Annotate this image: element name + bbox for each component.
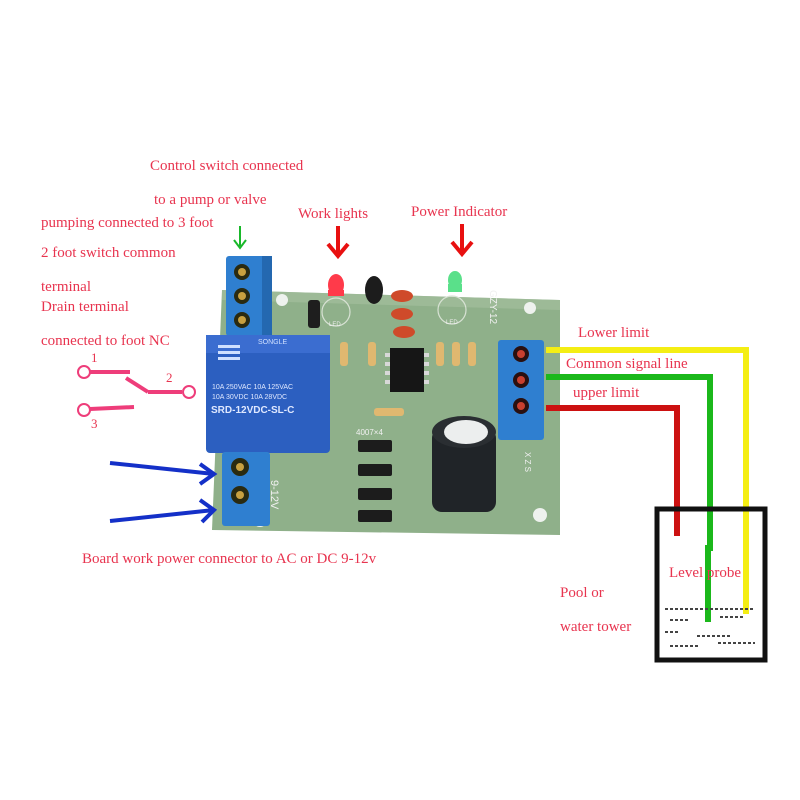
work-lights-label: Work lights <box>298 206 369 222</box>
transistor <box>308 300 320 328</box>
level-probe-label: Level probe <box>669 565 742 581</box>
terminal-label: terminal <box>41 279 91 295</box>
work-lights-arrow <box>326 226 350 260</box>
work-led-silk: LED <box>329 322 341 328</box>
power-led <box>437 271 467 325</box>
pumping-label: pumping connected to 3 foot <box>41 215 214 231</box>
ic-chip <box>385 348 429 392</box>
connected-nc-label: connected to foot NC <box>41 333 170 349</box>
relay <box>206 335 330 453</box>
power-indicator-arrow <box>450 224 474 258</box>
power-terminal-block[interactable] <box>222 452 270 526</box>
board-power-label: Board work power connector to AC or DC 9… <box>82 551 377 567</box>
water-tank <box>654 506 768 663</box>
pool-label-2: water tower <box>560 619 632 635</box>
model-silkscreen: GZY-12 <box>487 290 498 325</box>
two-foot-label: 2 foot switch common <box>41 245 176 261</box>
resistors <box>340 342 476 416</box>
probe-terminal-block[interactable] <box>498 340 544 440</box>
wire-common-signal <box>546 374 713 622</box>
relay-spec-2: 10A 30VDC 10A 28VDC <box>212 394 288 401</box>
relay-brand: SONGLE <box>258 339 288 346</box>
wire-upper-limit <box>546 405 680 536</box>
power-indicator-label: Power Indicator <box>411 204 508 220</box>
switch-pin-2: 2 <box>166 370 173 385</box>
wire-lower-limit <box>546 347 749 614</box>
power-led-silk: LED <box>446 320 458 326</box>
relay-model: SRD-12VDC-SL-C <box>211 405 295 416</box>
transistor-black <box>365 276 383 304</box>
work-led <box>321 274 351 327</box>
drain-label: Drain terminal <box>41 299 129 315</box>
ceramic-capacitors <box>391 290 415 338</box>
control-switch-label-2: to a pump or valve <box>154 192 267 208</box>
pool-label-1: Pool or <box>560 585 604 601</box>
electrolytic-capacitor <box>432 416 496 512</box>
mount-hole <box>533 508 547 522</box>
power-silkscreen: 9-12V <box>268 480 280 510</box>
switch-pin-1: 1 <box>91 350 98 365</box>
switch-pin-3: 3 <box>91 416 98 431</box>
control-switch-label-1: Control switch connected <box>150 158 304 174</box>
upper-limit-label: upper limit <box>573 385 640 401</box>
output-terminal-block[interactable] <box>226 256 272 336</box>
diode-label: 4007×4 <box>356 428 383 437</box>
control-switch-arrow <box>233 226 247 250</box>
probe-silkscreen: X Z S <box>523 452 532 473</box>
mount-hole <box>276 294 288 306</box>
relay-spec-1: 10A 250VAC 10A 125VAC <box>212 384 294 391</box>
power-arrows <box>109 461 218 524</box>
common-signal-label: Common signal line <box>566 356 688 372</box>
lower-limit-label: Lower limit <box>578 325 650 341</box>
mount-hole <box>524 302 536 314</box>
rectifier-diodes <box>358 440 392 522</box>
switch-symbol <box>77 365 196 417</box>
